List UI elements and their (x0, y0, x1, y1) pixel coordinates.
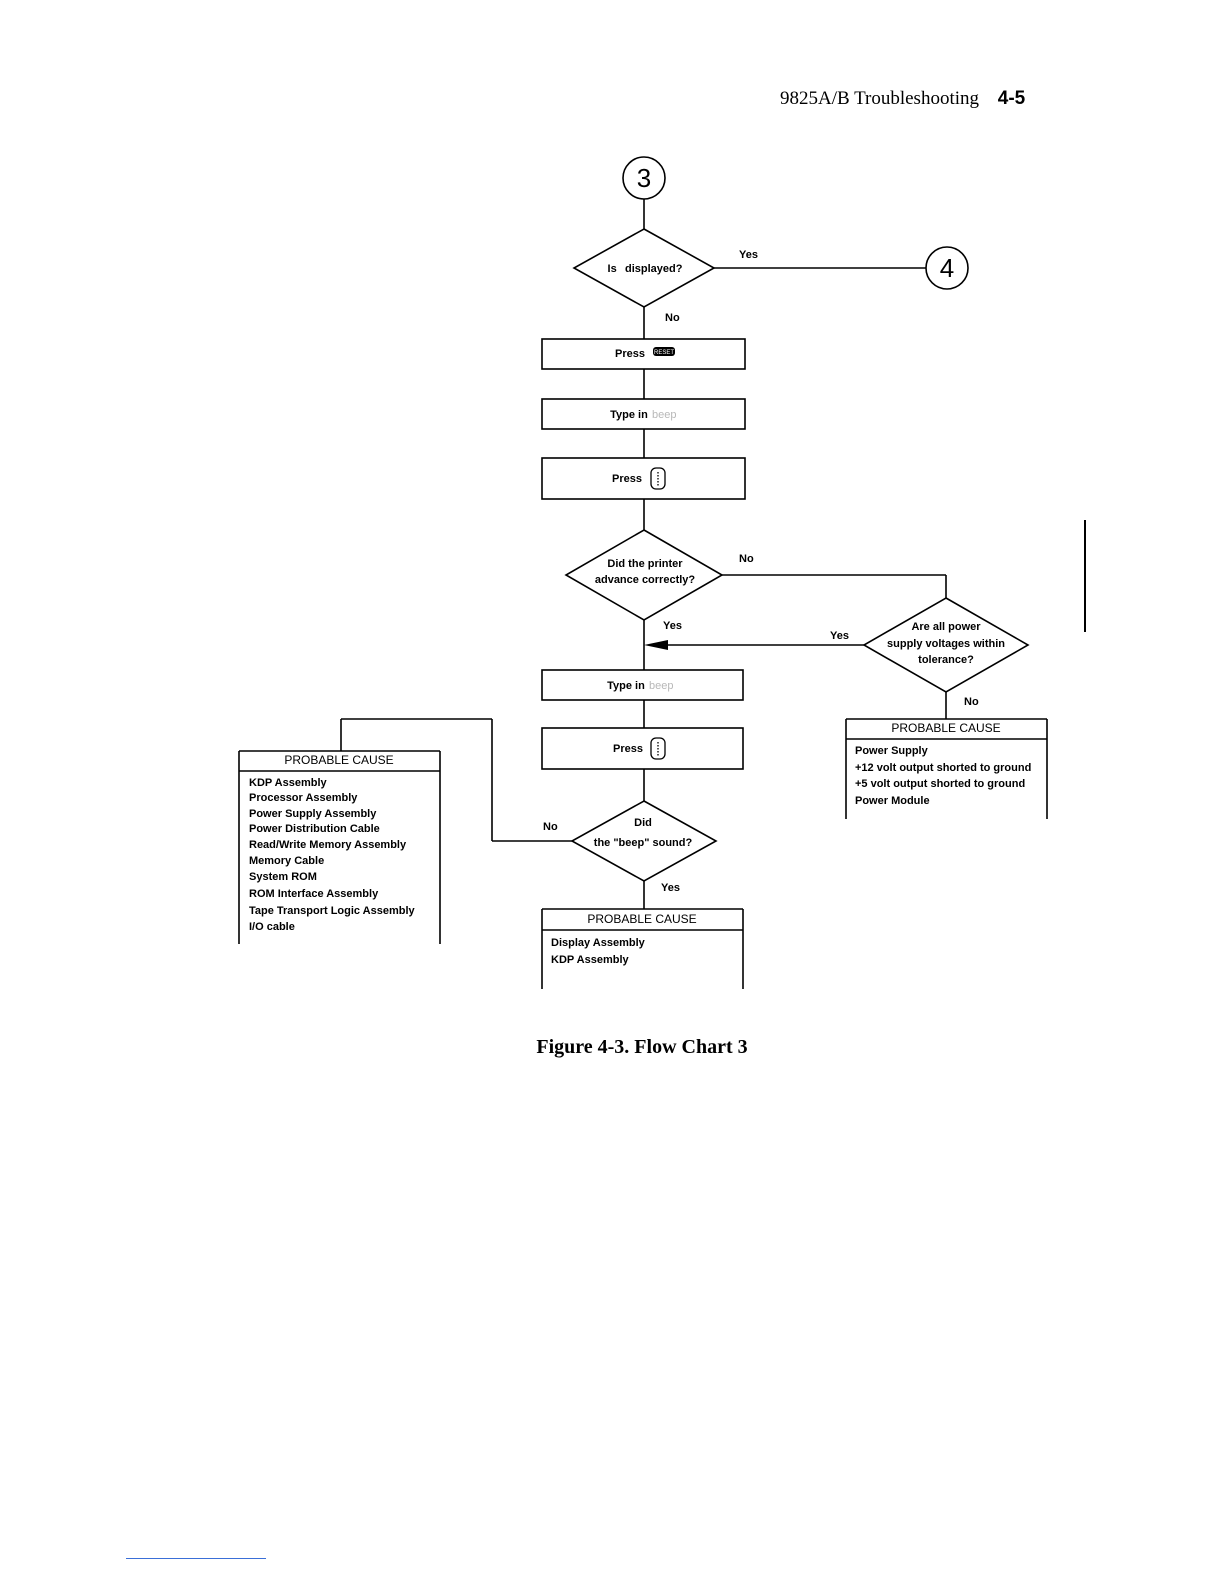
edge-label-no: No (543, 821, 558, 833)
cause-item: Read/Write Memory Assembly (249, 839, 407, 851)
connector-3-label: 3 (637, 163, 651, 193)
cause-item: Power Distribution Cable (249, 823, 380, 835)
edge-label-yes: Yes (739, 249, 758, 261)
decision-power-line2: supply voltages within (887, 638, 1005, 650)
figure-caption: Figure 4-3. Flow Chart 3 (536, 1036, 748, 1058)
execute-key-icon (650, 467, 666, 490)
probable-cause-title: PROBABLE CAUSE (891, 721, 1000, 735)
cause-item: KDP Assembly (551, 954, 630, 966)
cause-item: Processor Assembly (249, 792, 358, 804)
change-bar (1084, 520, 1086, 632)
edge-label-no: No (964, 696, 979, 708)
cause-item: Power Supply Assembly (249, 808, 377, 820)
decision-beep-line2: the "beep" sound? (594, 837, 693, 849)
process-type-in-2 (541, 669, 744, 701)
svg-text:RESET: RESET (654, 350, 674, 356)
decision-power-line3: tolerance? (918, 654, 974, 666)
cause-item: Power Supply (855, 745, 929, 757)
type-in-label-2: Type in (607, 680, 645, 692)
page-header: 9825A/B Troubleshooting 4-5 (780, 88, 1025, 110)
edge-label-yes: Yes (663, 620, 682, 632)
cause-item: Power Module (855, 795, 930, 807)
connector-4-label: 4 (940, 253, 954, 283)
cause-item: KDP Assembly (249, 777, 328, 789)
cause-item: System ROM (249, 871, 317, 883)
type-in-label-1: Type in (610, 409, 648, 421)
type-in-value-1: beep (652, 409, 676, 421)
decision-printer-line2: advance correctly? (595, 574, 696, 586)
edge-label-yes: Yes (830, 630, 849, 642)
execute-key-icon (650, 737, 666, 760)
process-press-execute-2 (541, 727, 744, 770)
cause-item: ROM Interface Assembly (249, 888, 379, 900)
cause-item: Memory Cable (249, 855, 324, 867)
probable-cause-title: PROBABLE CAUSE (587, 912, 696, 926)
decision-printer-line1: Did the printer (607, 558, 683, 570)
press-execute-label-2: Press (613, 743, 643, 755)
decision-power-line1: Are all power (911, 621, 981, 633)
cause-item: +5 volt output shorted to ground (855, 778, 1025, 790)
press-reset-label: Press (615, 348, 645, 360)
type-in-value-2: beep (649, 680, 673, 692)
section-title: 9825A/B Troubleshooting (780, 88, 980, 109)
cause-item: I/O cable (249, 921, 295, 933)
edge-label-yes: Yes (661, 882, 680, 894)
cause-item: Tape Transport Logic Assembly (249, 905, 416, 917)
reset-key-icon: RESET (653, 347, 675, 356)
footer-rule (126, 1558, 266, 1559)
arrowhead (644, 640, 668, 650)
edge-label-no: No (665, 312, 680, 324)
cause-item: +12 volt output shorted to ground (855, 762, 1031, 774)
edge-label-no: No (739, 553, 754, 565)
decision-displayed-label: Is displayed? (608, 263, 683, 275)
page-number: 4-5 (997, 88, 1026, 109)
decision-beep-line1: Did (634, 817, 652, 829)
process-press-execute-1 (541, 457, 746, 500)
connector-4 (925, 246, 969, 290)
probable-cause-title: PROBABLE CAUSE (284, 753, 393, 767)
press-execute-label-1: Press (612, 473, 642, 485)
cause-item: Display Assembly (551, 937, 646, 949)
